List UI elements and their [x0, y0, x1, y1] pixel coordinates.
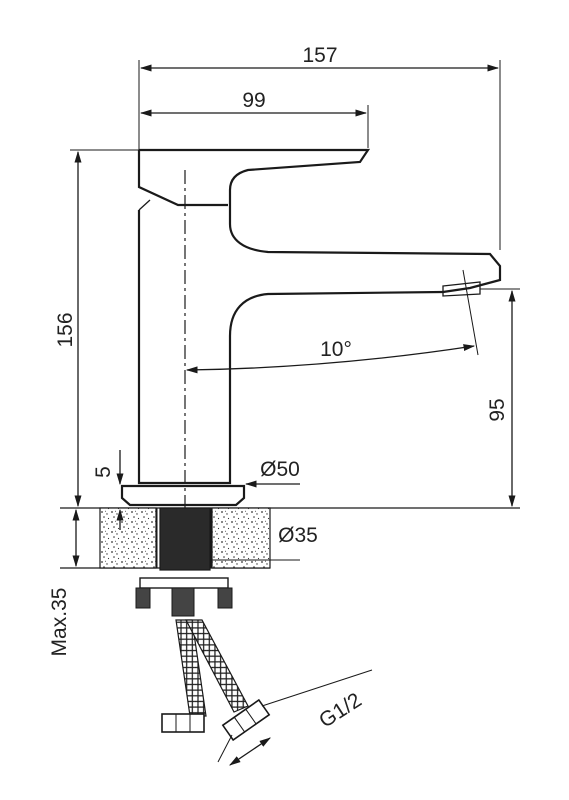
dimension-overall-length: 157	[138, 44, 501, 250]
dimension-handle-length: 99	[139, 89, 369, 148]
faucet-body	[120, 148, 502, 507]
dimension-spout-angle: 10°	[185, 269, 479, 374]
dimension-base-diameter: Ø50	[244, 458, 300, 488]
base-diameter-label: Ø50	[260, 458, 300, 481]
overall-height-label: 156	[54, 312, 77, 347]
dimension-max-deck-thickness: Max.35	[48, 508, 80, 657]
handle-length-label: 99	[242, 89, 265, 112]
spout-height-label: 95	[486, 398, 509, 421]
counter-section	[60, 507, 520, 617]
dimension-overall-height: 156	[54, 149, 139, 508]
dimension-shank-diameter: Ø35	[212, 524, 318, 561]
connection-thread-label: G1/2	[315, 689, 366, 733]
shank-diameter-label: Ø35	[278, 524, 318, 547]
flexible-hoses	[161, 619, 271, 742]
dimension-spout-height: 95	[480, 288, 520, 508]
dimension-base-offset: 5	[92, 450, 124, 530]
max-deck-thickness-label: Max.35	[48, 588, 71, 657]
spout-angle-label: 10°	[320, 338, 352, 361]
base-offset-label: 5	[92, 466, 115, 478]
overall-length-label: 157	[302, 44, 337, 67]
